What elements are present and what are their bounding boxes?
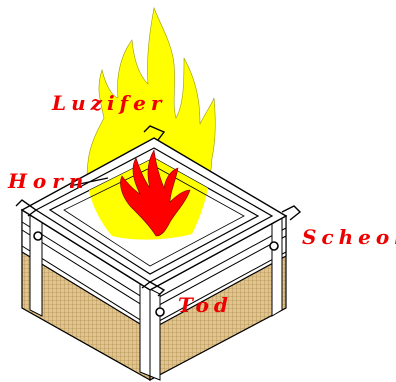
rivet-right: [269, 241, 279, 251]
handle-left: [15, 199, 38, 217]
label-horn: Horn: [7, 169, 89, 193]
rivet-front: [155, 307, 165, 317]
inner-flame: [120, 149, 191, 237]
handle-front: [141, 281, 166, 297]
handle-top: [143, 125, 166, 141]
label-luzifer: Luzifer: [51, 91, 166, 115]
label-scheol: Scheol: [302, 225, 396, 249]
rivet-left: [33, 231, 43, 241]
horn-pointer: [69, 177, 109, 187]
label-tod: Tod: [178, 293, 233, 317]
handle-right: [281, 205, 302, 221]
